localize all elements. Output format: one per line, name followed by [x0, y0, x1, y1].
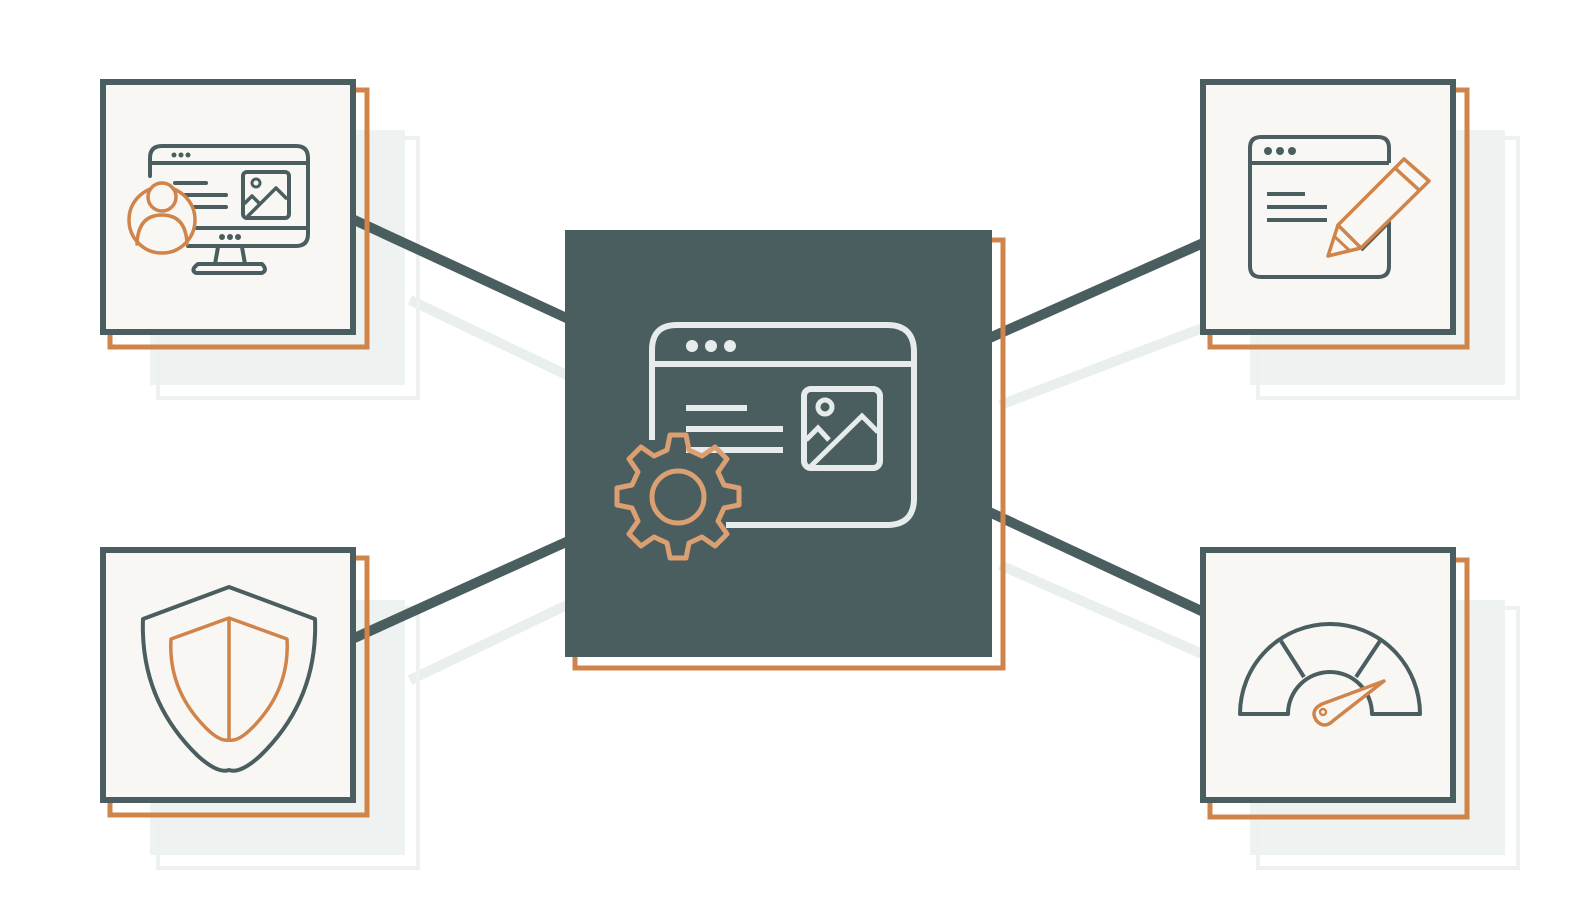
center-node — [565, 230, 1006, 671]
connector-bottom-left — [347, 533, 578, 645]
web-settings-icon — [614, 322, 917, 561]
node-bottom-right — [1200, 547, 1470, 820]
center-node-box — [565, 230, 992, 657]
shield-icon — [140, 585, 318, 773]
node-top-left — [100, 79, 370, 350]
connector-top-right — [982, 235, 1213, 345]
node-top-right — [1200, 79, 1470, 350]
connector-bottom-right — [982, 505, 1213, 620]
gear-icon — [614, 432, 742, 561]
speedometer-icon — [1238, 622, 1422, 727]
web-edit-icon — [1248, 135, 1431, 279]
connector-top-left — [347, 213, 578, 327]
monitor-user-icon — [127, 144, 310, 275]
connector-lines — [347, 213, 1213, 645]
node-bottom-left — [100, 547, 370, 818]
